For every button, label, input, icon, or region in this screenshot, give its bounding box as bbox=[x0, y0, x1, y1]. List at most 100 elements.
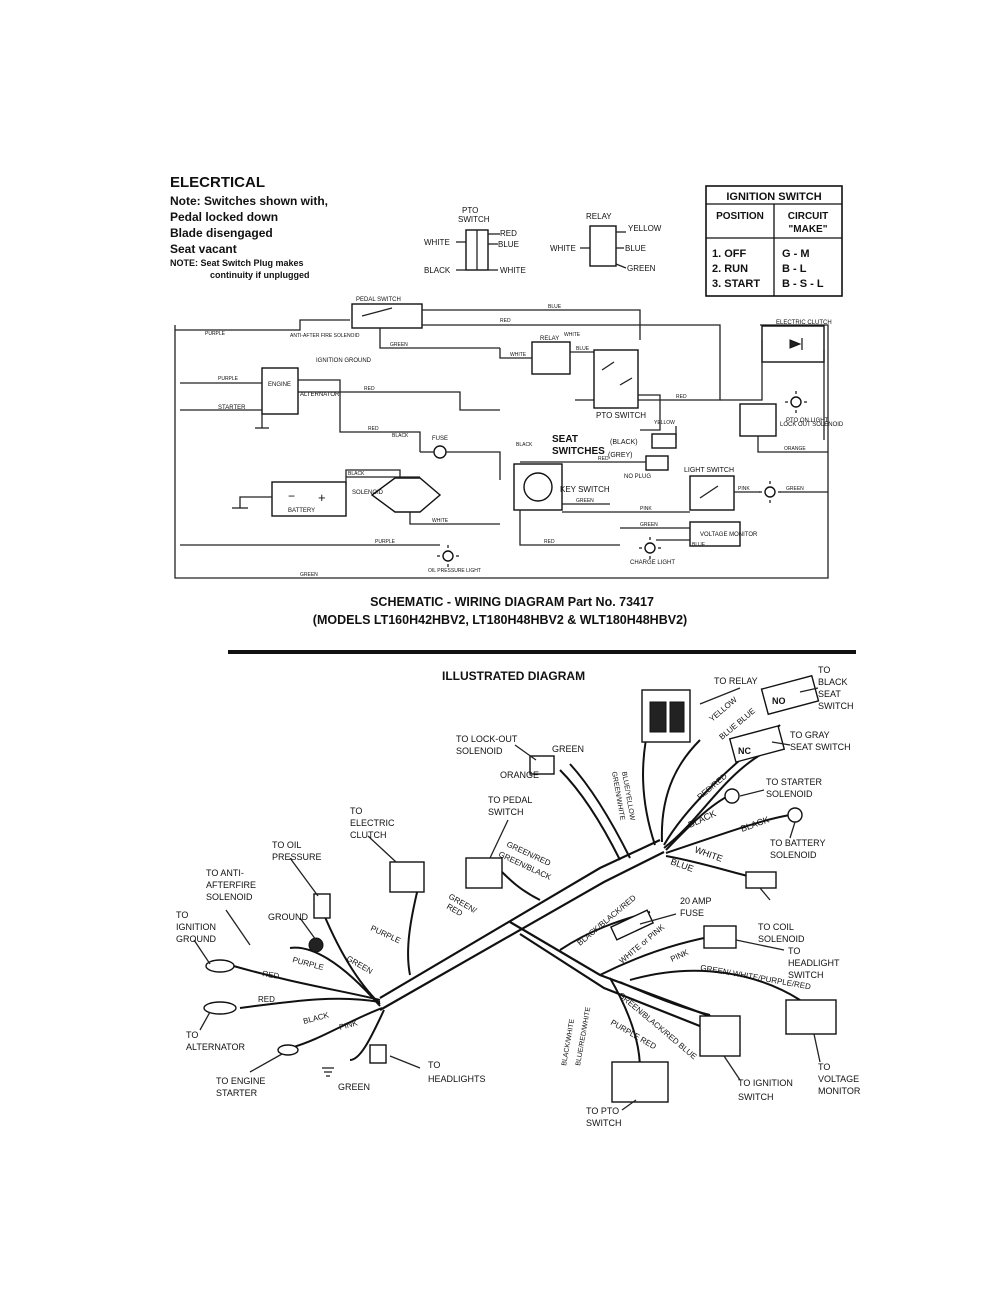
callout-lockout: SOLENOID bbox=[456, 746, 503, 756]
pto-legend-red: RED bbox=[500, 229, 517, 238]
wire-label-white-2: WHITE bbox=[510, 352, 527, 358]
harness-branch-right bbox=[629, 969, 801, 1001]
leader-line bbox=[759, 887, 771, 901]
callout-green-top: GREEN bbox=[552, 744, 584, 754]
harness-branch-upper bbox=[665, 794, 731, 851]
battery-box bbox=[271, 481, 347, 517]
anti-afterfire-label: ANTI-AFTER FIRE SOLENOID bbox=[290, 333, 360, 339]
relay-label: RELAY bbox=[540, 336, 559, 342]
key-switch-dial bbox=[523, 472, 553, 502]
relay-legend-green: GREEN bbox=[627, 264, 656, 273]
leader-line bbox=[367, 835, 397, 863]
oil-pressure-connector bbox=[313, 893, 331, 919]
col-header-position: POSITION bbox=[716, 211, 764, 222]
callout-ignition-ground: TO bbox=[176, 910, 188, 920]
harness-branch-upper bbox=[660, 739, 701, 843]
wire-orange-lockout bbox=[757, 436, 828, 453]
callout-headlight-switch: SWITCH bbox=[788, 970, 824, 980]
ignition-table-title: IGNITION SWITCH bbox=[726, 191, 821, 203]
callout-voltage-monitor: VOLTAGE bbox=[818, 1074, 859, 1084]
wire-label-white-3: WHITE bbox=[432, 518, 449, 524]
callout-gray-seat: TO GRAY bbox=[790, 730, 830, 740]
ground-symbol bbox=[322, 1067, 334, 1077]
callout-pedal-switch: SWITCH bbox=[488, 807, 524, 817]
key-switch-label: KEY SWITCH bbox=[560, 485, 610, 494]
pto-switch-label: PTO SWITCH bbox=[596, 411, 646, 420]
callout-gray-seat: SEAT SWITCH bbox=[790, 742, 851, 752]
wire-red-engine bbox=[298, 379, 421, 452]
wire-label-purple: PURPLE bbox=[205, 331, 226, 337]
wire-white-solenoid bbox=[409, 512, 500, 525]
oil-pressure-light-label: OIL PRESSURE LIGHT bbox=[428, 568, 481, 574]
callout-amp-fuse: FUSE bbox=[680, 908, 704, 918]
wire-label: RED bbox=[258, 995, 275, 1004]
callout-pedal-switch: TO PEDAL bbox=[488, 795, 532, 805]
wire-label-red-3: RED bbox=[368, 426, 379, 432]
row-circuit: B - S - L bbox=[782, 278, 824, 290]
caption-line-2: (MODELS LT160H42HBV2, LT180H48HBV2 & WLT… bbox=[313, 613, 687, 627]
callout-electric-clutch: ELECTRIC bbox=[350, 818, 395, 828]
no-label: NO bbox=[772, 696, 786, 706]
callout-amp-fuse: 20 AMP bbox=[680, 896, 712, 906]
relay-legend-blue: BLUE bbox=[625, 244, 646, 253]
schematic-wiring: PEDAL SWITCH ENGINE ALTERNATOR STARTER I… bbox=[174, 297, 844, 579]
row-position: 2. RUN bbox=[712, 263, 748, 275]
note-line-1: Note: Switches shown with, bbox=[170, 194, 328, 208]
harness-branch-upper bbox=[663, 754, 761, 849]
relay-connector-inner bbox=[649, 701, 667, 733]
leader-line bbox=[249, 1053, 283, 1073]
wire-label-yellow: YELLOW bbox=[654, 420, 675, 426]
light-switch-contact bbox=[699, 485, 719, 499]
clutch-diode bbox=[789, 339, 802, 349]
row-circuit: G - M bbox=[782, 248, 810, 260]
callout-alternator: TO bbox=[186, 1030, 198, 1040]
wire-label-black-3: BLACK bbox=[516, 442, 533, 448]
lock-out-solenoid-box bbox=[739, 403, 777, 437]
engine-starter-terminal bbox=[277, 1044, 299, 1056]
wire-label-red-6: RED bbox=[676, 394, 687, 400]
engine-box bbox=[261, 367, 299, 415]
harness-cross-trunk bbox=[519, 933, 721, 1036]
leader-line bbox=[299, 917, 317, 941]
callout-electric-clutch: TO bbox=[350, 806, 362, 816]
wire-label-blue-2: BLUE bbox=[576, 346, 590, 352]
pedal-switch-connector bbox=[465, 857, 503, 889]
wire-label-green-5: GREEN bbox=[640, 522, 658, 528]
callout-headlights: TO bbox=[428, 1060, 440, 1070]
callout-voltage-monitor: TO bbox=[818, 1062, 830, 1072]
pto-switch-connector bbox=[611, 1061, 669, 1103]
leader-line bbox=[739, 789, 765, 797]
callout-ignition-ground: IGNITION bbox=[176, 922, 216, 932]
callout-anti-afterfire: AFTERFIRE bbox=[206, 880, 256, 890]
wire-label: BLACK bbox=[739, 814, 770, 833]
row-position: 1. OFF bbox=[712, 248, 747, 260]
wire-red-mid bbox=[298, 391, 500, 411]
headlight-lamp bbox=[759, 481, 781, 503]
page-title: ELECRTICAL bbox=[170, 174, 265, 191]
lockout-connector bbox=[529, 755, 555, 775]
wire-label: PINK bbox=[338, 1018, 359, 1032]
pto-on-lamp bbox=[785, 391, 807, 413]
wire-red-key bbox=[519, 510, 620, 546]
harness-branch-lockout bbox=[569, 763, 631, 859]
callout-ground: GROUND bbox=[268, 912, 308, 922]
harness-branch-left bbox=[239, 997, 381, 1009]
leader-line bbox=[789, 821, 796, 839]
wire-label-red: RED bbox=[500, 318, 511, 324]
pto-contact bbox=[619, 377, 633, 386]
harness-branch-left bbox=[289, 946, 381, 1007]
wire-label-pink: PINK bbox=[640, 506, 652, 512]
electric-clutch-connector bbox=[389, 861, 425, 893]
callout-black-seat: SEAT bbox=[818, 689, 841, 699]
leader-line bbox=[389, 1055, 421, 1069]
relay-connector-inner bbox=[669, 701, 685, 733]
battery-plus: + bbox=[318, 490, 326, 505]
lock-out-solenoid-label: LOCK OUT SOLENOID bbox=[780, 422, 844, 428]
leader-line bbox=[799, 687, 819, 693]
harness-branch-clutch bbox=[407, 879, 421, 976]
pto-legend-title-1: PTO bbox=[462, 206, 478, 215]
wire-label-purple-2: PURPLE bbox=[218, 376, 239, 382]
leader-line bbox=[699, 687, 741, 705]
callout-headlights: HEADLIGHTS bbox=[428, 1074, 486, 1084]
charge-light-label: CHARGE LIGHT bbox=[630, 560, 675, 566]
